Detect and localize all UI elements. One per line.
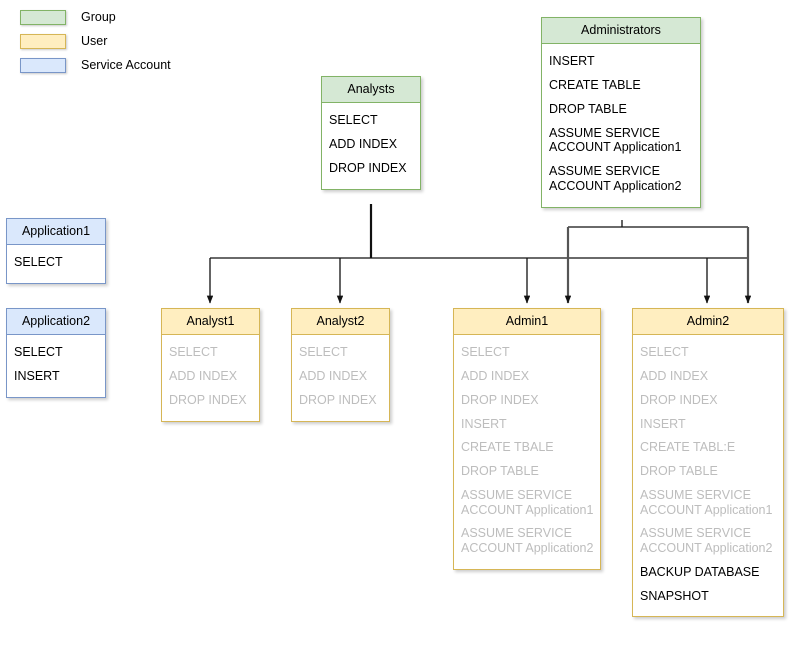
permission-direct: SELECT <box>14 255 63 270</box>
node-administrators[interactable]: Administrators INSERT CREATE TABLE DROP TA… <box>541 17 701 208</box>
permission-direct: DROP INDEX <box>329 160 407 175</box>
permission-direct: SELECT <box>14 345 63 360</box>
node-application2-permissions: SELECT INSERT <box>7 335 105 397</box>
permission-inherited: ASSUME SERVICE ACCOUNT Application2 <box>640 526 773 556</box>
permission-inherited: DROP TABLE <box>640 464 718 479</box>
node-admin1-title: Admin1 <box>454 309 600 336</box>
permission-inherited: INSERT <box>640 416 686 431</box>
permission-inherited: CREATE TABL:E <box>640 440 736 455</box>
permission-direct: BACKUP DATABASE <box>640 564 760 579</box>
permission-inherited: ASSUME SERVICE ACCOUNT Application2 <box>461 526 594 556</box>
node-admin1[interactable]: Admin1 SELECT ADD INDEX DROP INDEX INSERT CR… <box>453 308 601 570</box>
permission-inherited: DROP TABLE <box>461 464 539 479</box>
permission-inherited: ASSUME SERVICE ACCOUNT Application1 <box>640 487 773 517</box>
node-analysts-permissions: SELECT ADD INDEX DROP INDEX <box>322 103 420 188</box>
node-administrators-title: Administrators <box>542 18 700 45</box>
node-analysts[interactable]: Analysts SELECT ADD INDEX DROP INDEX <box>321 76 421 190</box>
service-swatch <box>20 57 66 73</box>
node-application2[interactable]: Application2 SELECT INSERT <box>6 308 106 398</box>
legend-label-group: Group <box>81 10 116 24</box>
permission-direct: SNAPSHOT <box>640 588 709 603</box>
permission-direct: ASSUME SERVICE ACCOUNT Application2 <box>549 164 682 193</box>
permission-direct: ADD INDEX <box>329 137 398 152</box>
permission-inherited: SELECT <box>461 345 510 360</box>
node-admin2-permissions: SELECT ADD INDEX DROP INDEX INSERT CREATE TA… <box>633 335 783 616</box>
node-analysts-title: Analysts <box>322 77 420 104</box>
node-admin1-permissions: SELECT ADD INDEX DROP INDEX INSERT CREATE TB… <box>454 335 600 569</box>
permission-direct: DROP TABLE <box>549 101 627 116</box>
node-analyst1[interactable]: Analyst1 SELECT ADD INDEX DROP INDEX <box>161 308 260 422</box>
permission-inherited: CREATE TBALE <box>461 440 554 455</box>
legend-item-service-account: Service Account <box>20 54 171 76</box>
permission-inherited: SELECT <box>169 345 218 360</box>
permission-direct: INSERT <box>549 54 595 69</box>
node-administrators-permissions: INSERT CREATE TABLE DROP TABLE ASSUME SERVI… <box>542 44 700 206</box>
node-admin2-title: Admin2 <box>633 309 783 336</box>
permission-direct: INSERT <box>14 369 60 384</box>
permission-inherited: DROP INDEX <box>640 392 718 407</box>
node-analyst1-title: Analyst1 <box>162 309 259 336</box>
node-analyst2-title: Analyst2 <box>292 309 389 336</box>
node-application1-permissions: SELECT <box>7 245 105 283</box>
node-application2-title: Application2 <box>7 309 105 336</box>
permission-inherited: INSERT <box>461 416 507 431</box>
permission-inherited: DROP INDEX <box>299 392 377 407</box>
node-analyst2[interactable]: Analyst2 SELECT ADD INDEX DROP INDEX <box>291 308 390 422</box>
permission-direct: ASSUME SERVICE ACCOUNT Application1 <box>549 125 682 155</box>
permission-inherited: DROP INDEX <box>461 392 539 407</box>
node-application1[interactable]: Application1 SELECT <box>6 218 106 285</box>
legend-label-service-account: Service Account <box>81 58 171 72</box>
legend-item-group: Group <box>20 6 171 28</box>
node-analyst2-permissions: SELECT ADD INDEX DROP INDEX <box>292 335 389 420</box>
node-application1-title: Application1 <box>7 219 105 246</box>
legend-label-user: User <box>81 34 108 48</box>
node-admin2[interactable]: Admin2 SELECT ADD INDEX DROP INDEX INSERT CR… <box>632 308 784 618</box>
permission-inherited: SELECT <box>299 345 348 360</box>
group-swatch <box>20 9 66 25</box>
permission-direct: CREATE TABLE <box>549 78 641 93</box>
node-analyst1-permissions: SELECT ADD INDEX DROP INDEX <box>162 335 259 420</box>
permission-inherited: ADD INDEX <box>169 369 238 384</box>
permission-inherited: ADD INDEX <box>299 369 368 384</box>
permission-inherited: SELECT <box>640 345 689 360</box>
permission-direct: SELECT <box>329 113 378 128</box>
edge-analysts-bus <box>210 204 748 259</box>
edge-administrators-bus <box>568 220 748 228</box>
legend: Group User Service Account <box>20 6 171 78</box>
permission-inherited: ASSUME SERVICE ACCOUNT Application1 <box>461 487 594 517</box>
permission-inherited: DROP INDEX <box>169 392 247 407</box>
legend-item-user: User <box>20 30 171 52</box>
permission-inherited: ADD INDEX <box>461 369 530 384</box>
user-swatch <box>20 33 66 49</box>
permission-inherited: ADD INDEX <box>640 369 709 384</box>
